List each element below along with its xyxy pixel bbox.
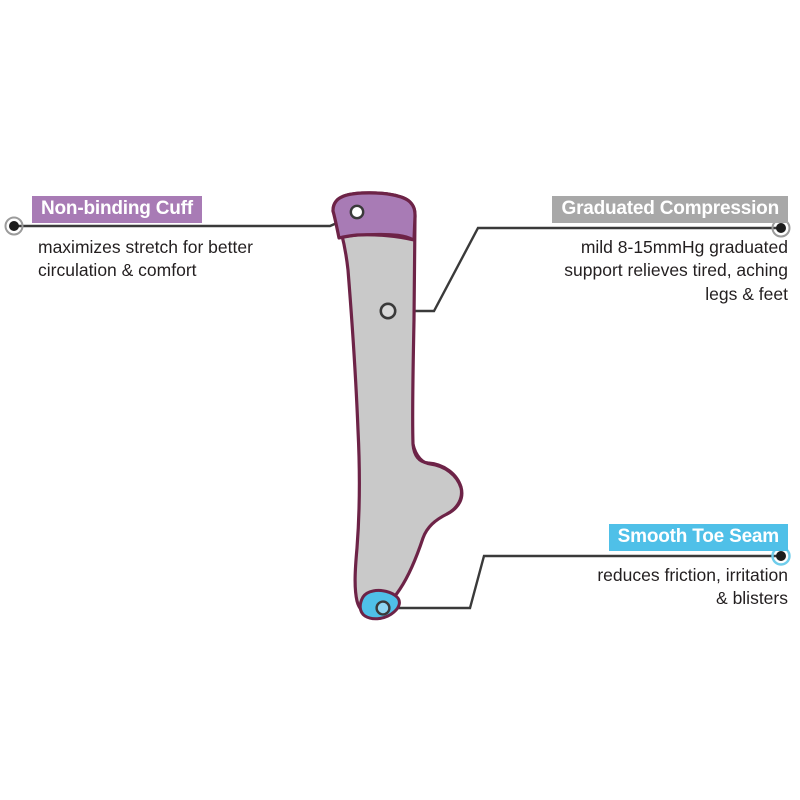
sock-heel: [411, 442, 463, 516]
anchor-marker-toe: [375, 600, 391, 616]
endpoint-dot-toe: [776, 551, 786, 561]
leader-endpoints: [4, 216, 791, 566]
callout-badge-smooth-toe-seam: Smooth Toe Seam: [608, 524, 788, 551]
sock-cuff: [331, 191, 417, 242]
sock-graphic: [331, 191, 464, 621]
endpoint-dot-compression: [776, 223, 786, 233]
leader-line-toe: [389, 554, 781, 610]
callout-smooth-toe-seam: Smooth Toe Seam reduces friction, irrita…: [468, 524, 788, 611]
anchor-marker-cuff: [349, 204, 365, 220]
sock-body-shape: [331, 191, 464, 618]
callout-badge-non-binding-cuff: Non-binding Cuff: [32, 196, 202, 223]
endpoint-dot-cuff: [9, 221, 19, 231]
callout-graduated-compression: Graduated Compression mild 8-15mmHg grad…: [468, 196, 788, 306]
callout-body-non-binding-cuff: maximizes stretch for better circulation…: [38, 236, 253, 281]
anchor-markers: [349, 204, 397, 616]
endpoint-dot-cuff-ring: [4, 216, 24, 236]
callout-badge-graduated-compression: Graduated Compression: [552, 196, 788, 223]
callout-body-smooth-toe-seam: reduces friction, irritation & blisters: [597, 564, 788, 609]
anchor-marker-compression: [379, 302, 397, 320]
cuff-seam-line: [338, 232, 415, 242]
callout-non-binding-cuff: Non-binding Cuff maximizes stretch for b…: [32, 196, 332, 283]
callout-body-graduated-compression: mild 8-15mmHg graduated support relieves…: [564, 236, 788, 304]
